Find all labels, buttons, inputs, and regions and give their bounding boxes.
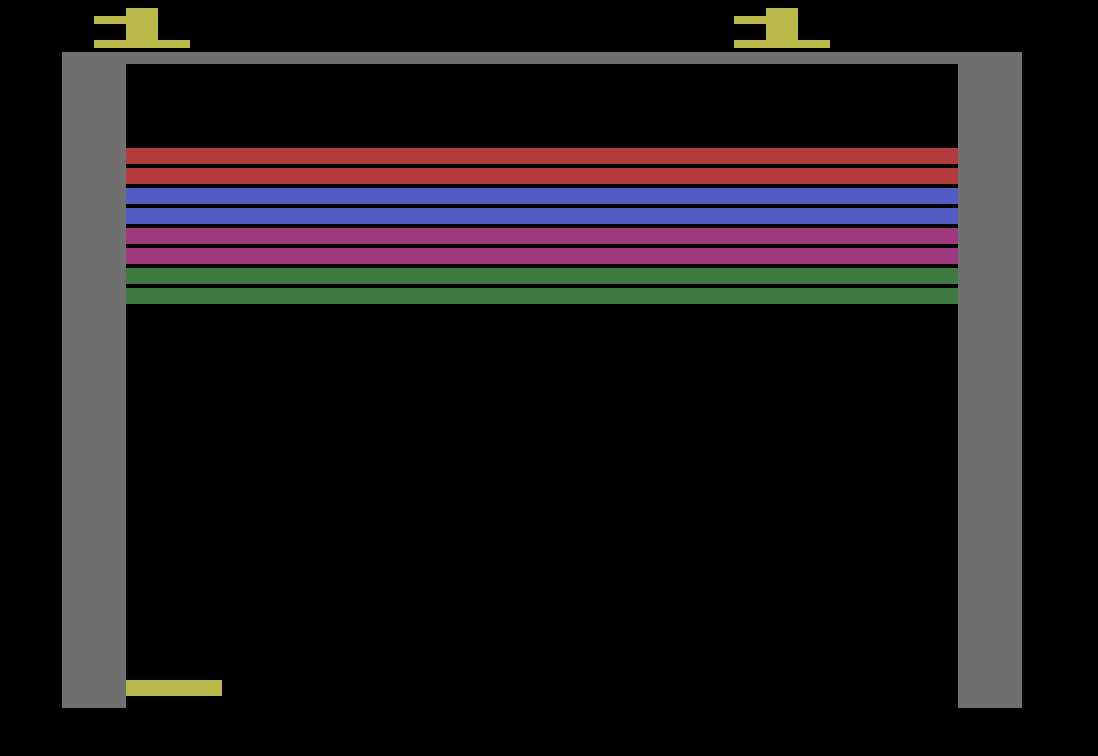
brick-row-magenta — [126, 228, 958, 244]
brick-row-blue — [126, 188, 958, 204]
brick-row-blue — [126, 208, 958, 224]
brick-row-green — [126, 288, 958, 304]
top-wall — [62, 52, 1022, 64]
score-display: 1 — [94, 8, 190, 48]
brick-row-red — [126, 168, 958, 184]
brick-row-magenta — [126, 248, 958, 264]
brick-row-green — [126, 268, 958, 284]
score-value: 1 — [94, 48, 95, 49]
lives-digit-icon — [734, 8, 830, 48]
brick-row-red — [126, 148, 958, 164]
lives-display: 1 — [734, 8, 830, 48]
score-digit-icon — [94, 8, 190, 48]
lives-value: 1 — [734, 48, 735, 49]
right-wall — [958, 52, 1022, 708]
paddle[interactable] — [126, 680, 222, 696]
left-wall — [62, 52, 126, 708]
